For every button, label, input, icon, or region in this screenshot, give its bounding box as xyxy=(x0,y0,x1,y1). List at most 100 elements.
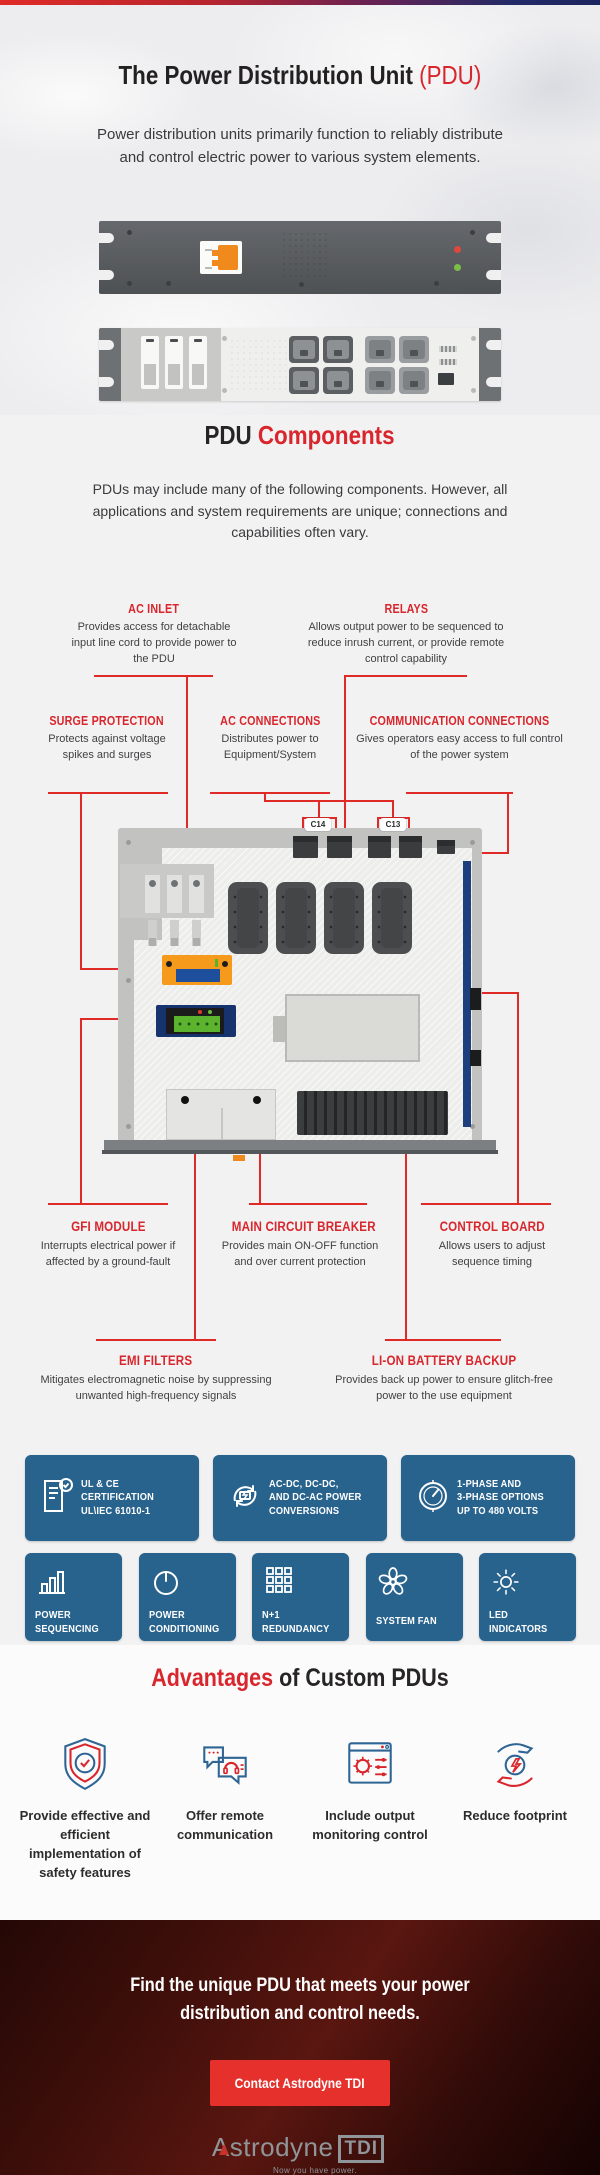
logo-text: Astrodyne xyxy=(211,2132,334,2162)
logo-tdi-box: TDI xyxy=(338,2135,385,2163)
advantage-label: Include output monitoring control xyxy=(312,1808,428,1842)
feature-label-line: LED xyxy=(489,1609,509,1621)
c13-outlet xyxy=(289,336,319,363)
callout-connector-line xyxy=(48,792,168,794)
callout-connector-line xyxy=(421,1203,551,1205)
vent-grid xyxy=(229,338,287,390)
callout-connector-line xyxy=(517,992,519,1203)
feature-label-line: CONVERSIONS xyxy=(269,1504,340,1517)
circuit-breaker xyxy=(141,336,159,389)
dip-switch-port xyxy=(437,345,459,353)
red-led-indicator xyxy=(454,246,461,253)
callout-title: EMI FILTERS xyxy=(119,1353,193,1368)
callout-connector-line xyxy=(94,675,213,677)
gauge-icon xyxy=(413,1476,457,1521)
input-terminal xyxy=(145,875,160,913)
feature-label-line: REDUNDANCY xyxy=(262,1622,330,1635)
pdu-rear-panel-image xyxy=(99,328,501,401)
relay-module xyxy=(276,882,316,954)
contact-button[interactable]: Contact Astrodyne TDI xyxy=(210,2060,390,2106)
callout-control-board: CONTROL BOARD Allows users to adjust seq… xyxy=(417,1219,567,1271)
rj45-port xyxy=(438,373,454,385)
feature-box-system-fan: SYSTEM FAN xyxy=(366,1553,463,1641)
callout-desc: Gives operators easy access to full cont… xyxy=(356,733,563,761)
callout-title: LI-ON BATTERY BACKUP xyxy=(371,1353,517,1368)
advantage-item-safety: Provide effective and efficient implemen… xyxy=(15,1734,155,1882)
callout-connector-line xyxy=(468,992,519,994)
callout-connector-line xyxy=(264,800,394,802)
callout-desc: Mitigates electromagnetic noise by suppr… xyxy=(40,1374,272,1402)
shield-check-icon xyxy=(56,1738,114,1798)
callout-relays: RELAYS Allows output power to be sequenc… xyxy=(296,602,516,668)
relay-module xyxy=(372,882,412,954)
callout-connector-line xyxy=(405,1108,407,1339)
callout-desc: Allows output power to be sequenced to r… xyxy=(307,621,505,665)
rack-ear-notch xyxy=(486,270,501,280)
input-terminal xyxy=(167,875,182,913)
c13-outlet-connector xyxy=(399,836,422,858)
footer: Find the unique PDU that meets your powe… xyxy=(0,1920,600,2175)
callout-main-circuit-breaker: MAIN CIRCUIT BREAKER Provides main ON-OF… xyxy=(220,1219,380,1271)
callout-connector-line xyxy=(507,792,509,854)
chat-headset-icon xyxy=(196,1746,254,1798)
callout-connector-line xyxy=(385,1339,501,1341)
callout-desc: Provides back up power to ensure glitch-… xyxy=(335,1374,553,1402)
feature-label-line: SEQUENCING xyxy=(35,1622,99,1635)
feature-label-line: CONDITIONING xyxy=(149,1622,220,1635)
feature-box-certification: UL & CE CERTIFICATION UL\IEC 61010-1 xyxy=(25,1455,199,1541)
callout-title: RELAYS xyxy=(384,602,428,616)
bar-chart-icon xyxy=(35,1565,112,1601)
certificate-icon xyxy=(37,1476,81,1521)
surge-protection-module xyxy=(162,955,232,985)
c14-inlet-connector xyxy=(293,836,318,858)
c13-outlet xyxy=(399,367,429,394)
emi-filter-box xyxy=(285,994,420,1062)
callout-connector-line xyxy=(186,675,188,893)
page-title: The Power Distribution Unit (PDU) xyxy=(0,60,600,91)
advantage-label: Provide effective and efficient implemen… xyxy=(19,1808,151,1880)
callout-connector-line xyxy=(392,800,394,818)
callout-connector-line xyxy=(406,792,513,794)
top-gradient-bar xyxy=(0,0,600,5)
callout-desc: Distributes power to Equipment/System xyxy=(221,733,319,761)
ac-inlet-connector xyxy=(200,241,242,274)
feature-label-line: CERTIFICATION xyxy=(81,1491,154,1504)
callout-connector-line xyxy=(48,1203,168,1205)
pdu-front-panel-image xyxy=(99,221,501,294)
callout-connector-line xyxy=(96,1339,216,1341)
advantage-item-footprint: Reduce footprint xyxy=(445,1734,585,1826)
control-board-strip xyxy=(463,861,471,1127)
monitoring-window-icon xyxy=(341,1742,399,1798)
callout-connector-line xyxy=(455,852,509,854)
callout-desc: Allows users to adjust sequence timing xyxy=(438,1240,546,1268)
rack-ear-notch xyxy=(99,233,114,243)
advantage-item-remote: Offer remote communication xyxy=(155,1734,295,1845)
feature-label-line: 3-PHASE OPTIONS xyxy=(457,1491,544,1504)
gfi-module xyxy=(156,1005,236,1037)
advantage-item-monitoring: Include output monitoring control xyxy=(300,1734,440,1845)
callout-ac-connections: AC CONNECTIONS Distributes power to Equi… xyxy=(200,714,340,764)
feature-label-line: AND DC-AC POWER xyxy=(269,1491,362,1504)
green-led-indicator xyxy=(454,264,461,271)
led-icon xyxy=(489,1565,566,1601)
intro-paragraph: Power distribution units primarily funct… xyxy=(96,126,503,166)
page-title-text: The Power Distribution Unit xyxy=(118,60,414,90)
feature-box-conversions: AC-DC, DC-DC, AND DC-AC POWER CONVERSION… xyxy=(213,1455,387,1541)
connector-label-c13: C13 xyxy=(380,818,406,831)
feature-label-line: N+1 xyxy=(262,1609,280,1621)
page-title-accent: (PDU) xyxy=(419,60,482,90)
feature-box-led-indicators: LED INDICATORS xyxy=(479,1553,576,1641)
callout-title: SURGE PROTECTION xyxy=(49,714,165,728)
feature-label-line: UP TO 480 VOLTS xyxy=(457,1504,539,1517)
c14-inlet-connector xyxy=(327,836,352,858)
rack-ear-notch xyxy=(486,233,501,243)
callout-surge-protection: SURGE PROTECTION Protects against voltag… xyxy=(32,714,182,764)
hands-energy-icon xyxy=(486,1743,544,1798)
feature-box-phase-options: 1-PHASE AND 3-PHASE OPTIONS UP TO 480 VO… xyxy=(401,1455,575,1541)
breaker-panel xyxy=(121,328,221,401)
comm-port-connector xyxy=(437,840,455,854)
relay-module xyxy=(228,882,268,954)
callout-desc: Protects against voltage spikes and surg… xyxy=(48,733,166,761)
